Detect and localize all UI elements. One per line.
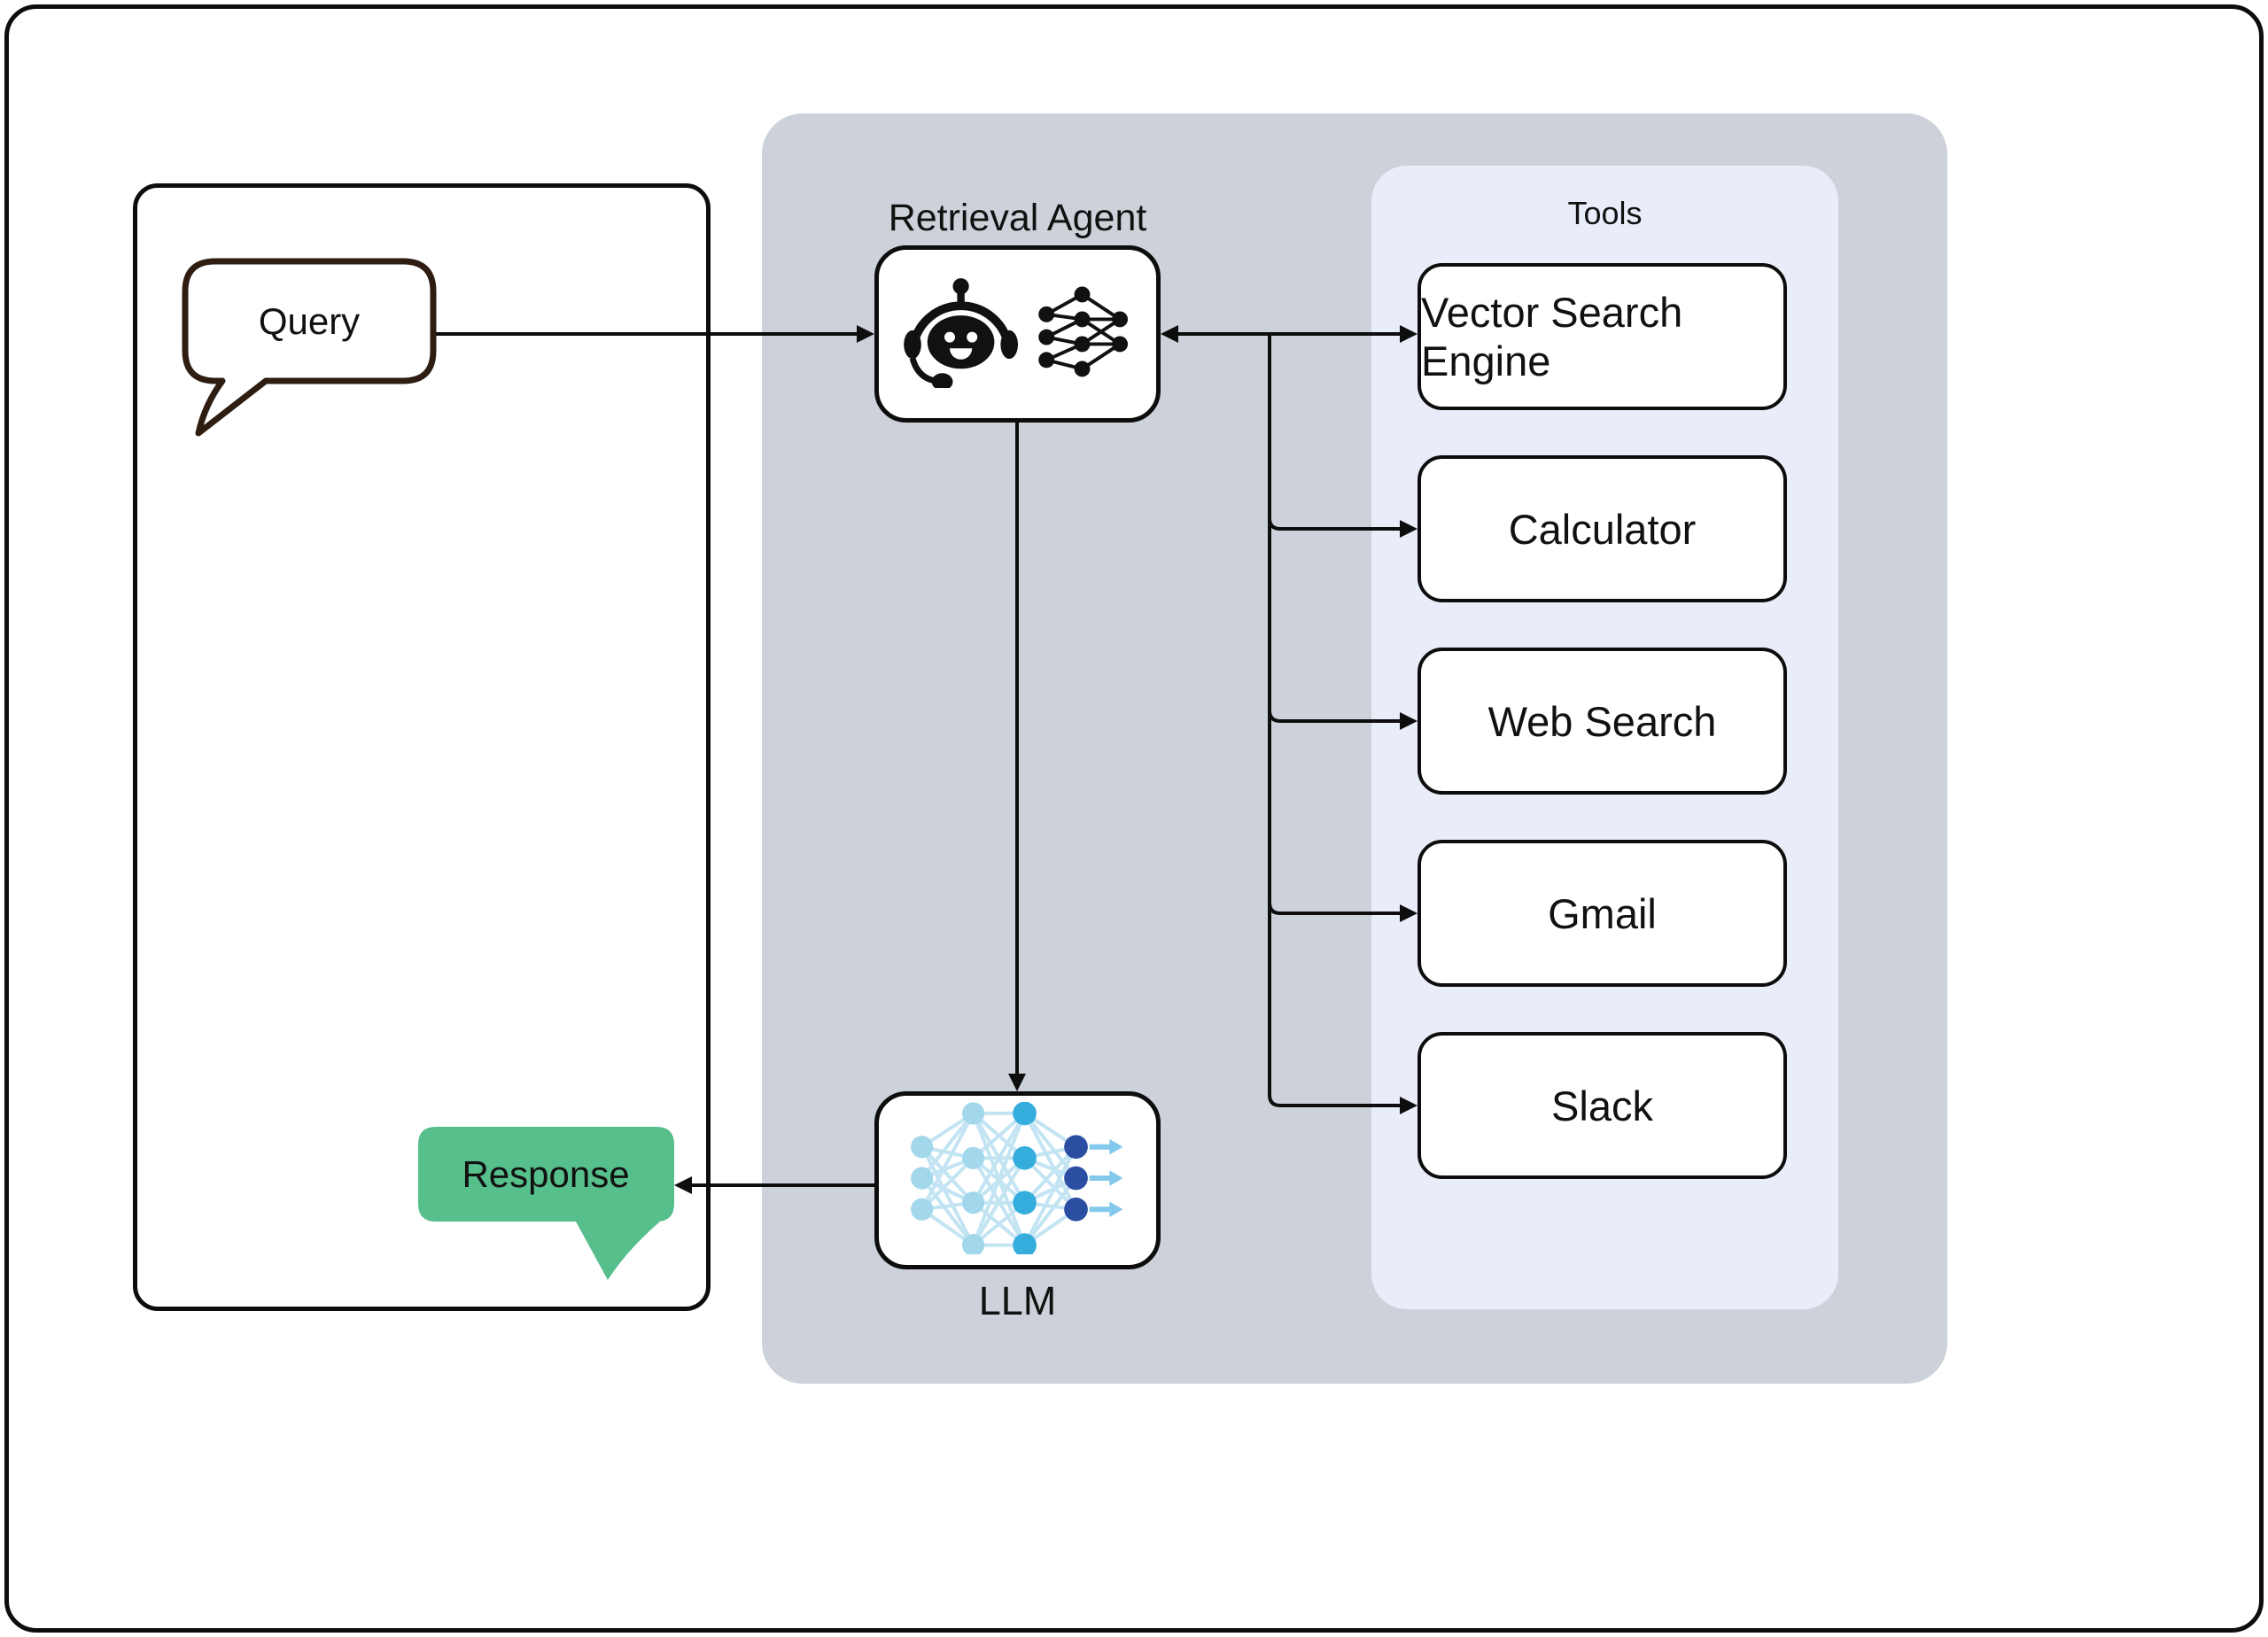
llm-label: LLM [978, 1278, 1057, 1323]
tool-label: Web Search [1487, 697, 1717, 745]
tools-panel-title: Tools [1567, 195, 1643, 231]
arrowhead-into-agent-right [1161, 325, 1178, 343]
arrowhead-into-agent-left [857, 325, 874, 343]
tool-box-web-search: Web Search [1418, 648, 1787, 795]
tool-box-gmail: Gmail [1418, 840, 1787, 987]
response-label: Response [462, 1153, 629, 1195]
retrieval-agent-box [874, 245, 1161, 423]
tool-box-slack: Slack [1418, 1032, 1787, 1179]
query-label: Query [259, 300, 360, 342]
llm-box [874, 1091, 1161, 1269]
arrowhead-into-llm [1008, 1074, 1026, 1091]
response-bubble: Response [418, 1127, 674, 1280]
arrowhead-into-vector-search [1400, 325, 1418, 343]
query-bubble: Query [182, 258, 437, 437]
tool-box-calculator: Calculator [1418, 455, 1787, 602]
robot-agent-icon [900, 276, 1024, 392]
arrowhead-into-gmail [1400, 904, 1418, 922]
branch-calculator [1268, 517, 1402, 531]
tool-label: Slack [1551, 1082, 1653, 1129]
llm-neural-network-icon [906, 1101, 1130, 1259]
tool-label: Vector Search Engine [1421, 289, 1683, 384]
arrowhead-into-web-search [1400, 712, 1418, 730]
branch-web-search [1268, 710, 1402, 723]
outer-frame [4, 4, 2264, 1633]
retrieval-agent-title: Retrieval Agent [888, 197, 1147, 239]
neural-network-icon [1037, 281, 1136, 388]
arrowhead-into-slack [1400, 1097, 1418, 1114]
arrowhead-into-calculator [1400, 520, 1418, 538]
arrowhead-into-response [674, 1176, 692, 1194]
tool-label: Gmail [1548, 889, 1657, 937]
trunk-to-slack [1268, 334, 1402, 1107]
branch-gmail [1268, 902, 1402, 915]
tool-label: Calculator [1508, 505, 1697, 553]
tool-box-vector-search-engine: Vector Search Engine [1418, 263, 1787, 410]
